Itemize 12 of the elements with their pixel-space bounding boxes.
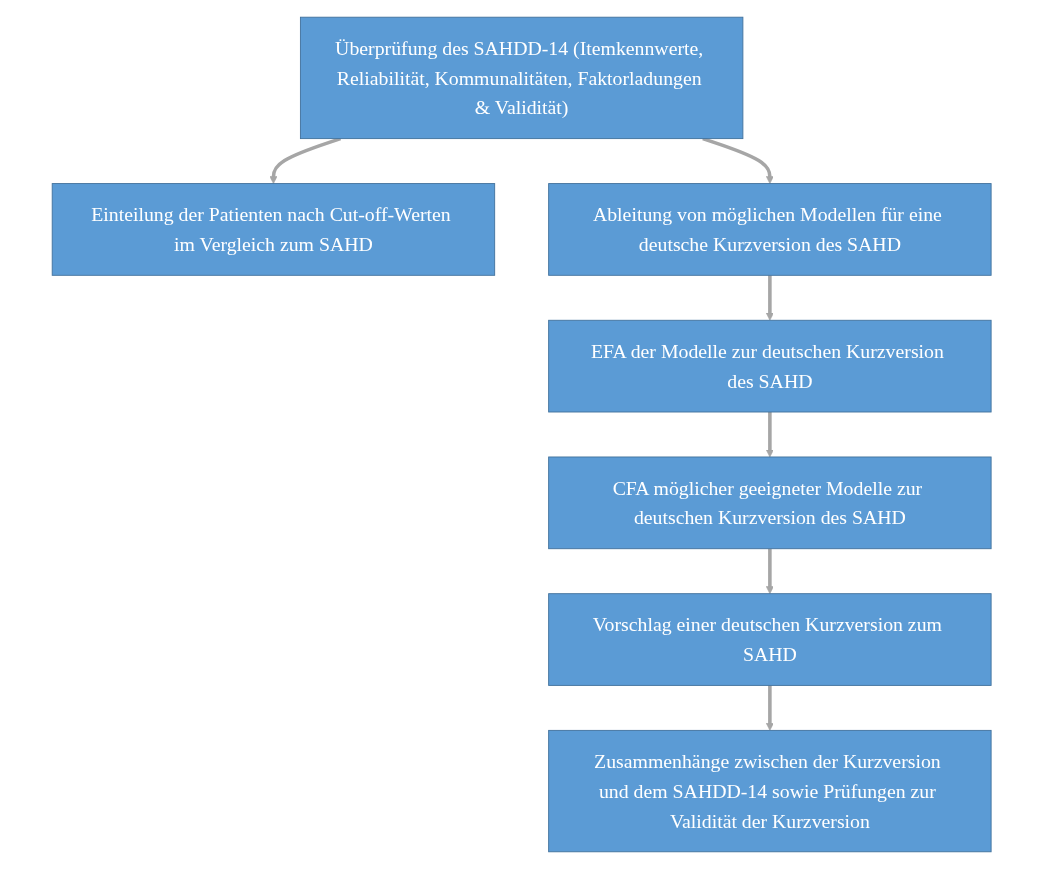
node-box xyxy=(548,729,992,853)
arrow xyxy=(765,412,774,458)
node-box xyxy=(548,456,992,550)
node-box xyxy=(548,593,992,686)
arrow xyxy=(765,685,774,731)
node-box xyxy=(548,183,992,276)
node-box xyxy=(51,183,495,276)
arrow xyxy=(765,275,774,321)
node-box xyxy=(548,319,992,413)
node-box xyxy=(299,16,744,140)
flowchart: Überprüfung des SAHDD-14 (Itemkennwerte, Reliabilität, Kommunalitäten, Faktorladungen & Validität) Einteilung der Patienten nach Cut-off-Werten im Vergleich zum SAHD Ableitung von möglichen Modellen für eine deutsche Kurzversion des SAHD EFA der Modelle zur deutschen Kurzversion des SAHD CFA möglicher geeigneter Modelle zur deutschen Kurzversion des SAHD Vorschlag einer deutschen Kurzversion zum SAHD Zusammenhänge zwischen der Kurzversion und dem SAHDD-14 sowie Prüfungen zur Validität der Kurzversion xyxy=(44,10,999,859)
arrow xyxy=(765,548,774,595)
